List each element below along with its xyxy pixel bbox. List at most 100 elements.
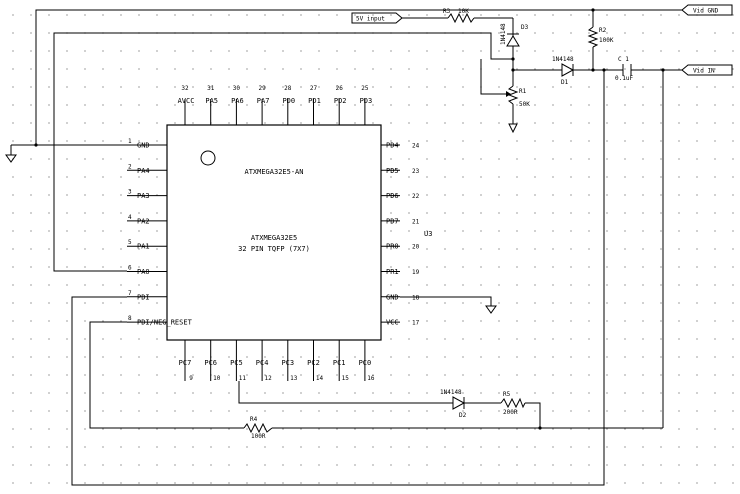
diode-d3: D3 1N4148 bbox=[500, 23, 529, 47]
junction-dot bbox=[591, 68, 595, 72]
d2-ref: D2 bbox=[459, 412, 467, 419]
wire-r1-wiper bbox=[480, 59, 506, 95]
pin-name: PA6 bbox=[231, 97, 244, 105]
pin-name: PD2 bbox=[334, 97, 347, 105]
pin-name: PA1 bbox=[137, 243, 150, 251]
pin-name: PA2 bbox=[137, 217, 150, 225]
pin-name: PD7 bbox=[386, 217, 399, 225]
pin1-marker bbox=[200, 150, 216, 166]
ground-symbol bbox=[485, 305, 497, 314]
junction-dot bbox=[511, 57, 515, 61]
pin-number: 17 bbox=[412, 320, 420, 327]
port-vid-gnd: Vid GND bbox=[681, 4, 733, 16]
pin-number: 21 bbox=[412, 218, 420, 225]
pin-name: PA0 bbox=[137, 268, 150, 276]
r5-ref: R5 bbox=[503, 391, 511, 398]
port-vid-gnd-label: Vid GND bbox=[693, 8, 719, 15]
pin-name: PR1 bbox=[386, 268, 399, 276]
pin-number: 5 bbox=[128, 239, 132, 246]
d2-value: 1N4148 bbox=[440, 389, 462, 396]
pin-name: PC6 bbox=[204, 359, 217, 367]
pin-number: 12 bbox=[264, 375, 272, 382]
pin-name: PC5 bbox=[230, 359, 243, 367]
port-flag-shape bbox=[681, 4, 733, 16]
chip-designator: U3 bbox=[424, 230, 432, 238]
pin-number: 16 bbox=[367, 375, 375, 382]
pin-name: PC4 bbox=[256, 359, 269, 367]
pin-name: PD6 bbox=[386, 192, 399, 200]
r2-ref: R2 bbox=[599, 27, 607, 34]
chip-part-name: ATXMEGA32E5 bbox=[251, 234, 297, 242]
pin-name: VCC bbox=[386, 319, 399, 327]
pin-number: 20 bbox=[412, 244, 420, 251]
pin-number: 7 bbox=[128, 290, 132, 297]
r4-ref: R4 bbox=[250, 416, 258, 423]
r3-value: 10K bbox=[458, 8, 469, 15]
pin-number: 26 bbox=[336, 85, 344, 92]
chip-part-number: ATXMEGA32E5-AN bbox=[244, 168, 303, 176]
junction-dot bbox=[661, 68, 665, 72]
resistor-zigzag bbox=[243, 422, 273, 434]
diode-d1: 1N4148 D1 bbox=[552, 56, 582, 86]
pin-number: 25 bbox=[361, 85, 369, 92]
pin-name: GND bbox=[386, 293, 399, 301]
pin-number: 6 bbox=[128, 265, 132, 272]
pin-name: PD4 bbox=[386, 142, 399, 150]
pin-name: PC0 bbox=[359, 359, 372, 367]
pin-number: 2 bbox=[128, 163, 132, 170]
wire-pdi-loop bbox=[71, 70, 605, 486]
r3-ref: R3 bbox=[443, 8, 451, 15]
pin-number: 14 bbox=[316, 375, 324, 382]
pin-name: PA7 bbox=[257, 97, 270, 105]
pin-name: PR0 bbox=[386, 243, 399, 251]
resistor-r2: R2 100K bbox=[587, 26, 614, 48]
pin-number: 23 bbox=[412, 168, 420, 175]
junction-dot bbox=[591, 8, 595, 12]
junctions bbox=[34, 8, 665, 430]
pin-number: 13 bbox=[290, 375, 298, 382]
resistor-zigzag bbox=[507, 85, 519, 105]
junction-dot bbox=[602, 68, 606, 72]
d1-ref: D1 bbox=[561, 79, 569, 86]
resistor-r4: R4 100R bbox=[243, 416, 273, 440]
junction-dot bbox=[34, 143, 38, 147]
chip-body bbox=[166, 124, 382, 341]
wire-vid-gnd-rail bbox=[35, 9, 682, 145]
pin-number: 3 bbox=[128, 189, 132, 196]
resistor-r3: R3 10K bbox=[443, 8, 475, 24]
d3-ref: D3 bbox=[521, 24, 529, 31]
diode-d2: 1N4148 D2 bbox=[440, 389, 470, 419]
diode-triangle bbox=[506, 35, 520, 47]
pin-name: PD3 bbox=[360, 97, 373, 105]
c1-ref: C 1 bbox=[618, 56, 629, 63]
pin-number: 24 bbox=[412, 143, 420, 150]
pin-number: 28 bbox=[284, 85, 292, 92]
pin-number: 1 bbox=[128, 138, 132, 145]
pin-number: 31 bbox=[207, 85, 215, 92]
pin-name: PD1 bbox=[308, 97, 321, 105]
d3-value: 1N4148 bbox=[500, 23, 507, 45]
port-flag-shape bbox=[681, 64, 733, 76]
pin-number: 10 bbox=[213, 375, 221, 382]
pin-number: 11 bbox=[239, 375, 247, 382]
junction-dot bbox=[538, 426, 542, 430]
wire-r5-right bbox=[525, 402, 541, 428]
potentiometer-r1: R1 50K bbox=[506, 83, 530, 108]
r5-value: 200R bbox=[503, 409, 518, 416]
pin-number: 9 bbox=[189, 375, 193, 382]
pin-name: PD0 bbox=[282, 97, 295, 105]
chip-package: 32 PIN TQFP (7X7) bbox=[238, 245, 310, 253]
wire-pc5-d2 bbox=[238, 381, 450, 404]
ground-triangle bbox=[508, 123, 518, 134]
r1-ref: R1 bbox=[519, 88, 527, 95]
pin-name: PA5 bbox=[205, 97, 218, 105]
ground-symbol bbox=[508, 123, 518, 134]
pin-name: PC1 bbox=[333, 359, 346, 367]
ground-symbol bbox=[5, 154, 17, 163]
wire-pa0-loop bbox=[53, 32, 513, 272]
c1-value: 0.1uF bbox=[615, 75, 633, 82]
pin-name: AVCC bbox=[178, 97, 195, 105]
r2-value: 100K bbox=[599, 37, 614, 44]
